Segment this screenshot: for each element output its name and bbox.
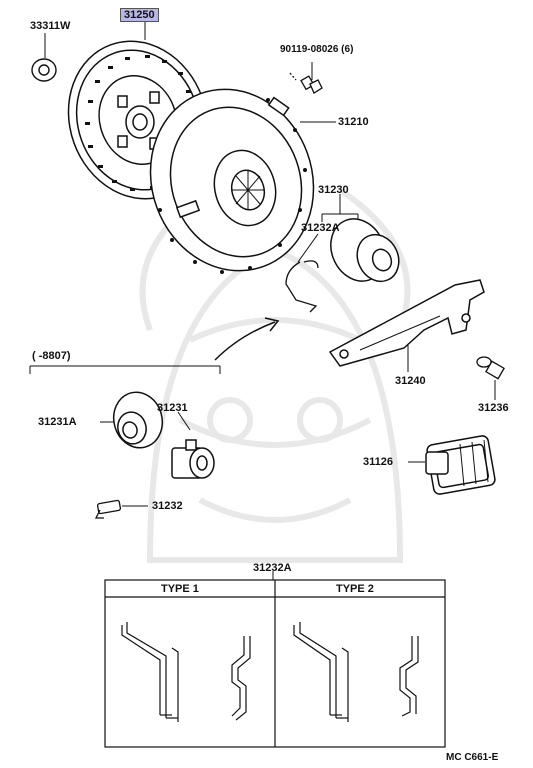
part-label-33311w[interactable]: 33311W [30,20,71,32]
release-fork [328,279,485,367]
diagram-code: MC C661-E [446,752,499,763]
bolt [289,72,323,94]
type2-label: TYPE 2 [336,583,374,595]
part-label-31230[interactable]: 31230 [318,184,349,196]
part-label-31232a[interactable]: 31232A [301,222,340,234]
part-label-31232[interactable]: 31232 [152,500,183,512]
part-label-31231a[interactable]: 31231A [38,416,77,428]
date-bracket [29,365,221,374]
release-bearing-alt [112,391,164,449]
type2-clip-drawing [293,622,419,722]
part-label-31236[interactable]: 31236 [478,402,509,414]
leader-lines [44,22,496,580]
pressure-plate [149,88,315,274]
curved-arrow-icon [214,317,280,361]
part-label-31250[interactable]: 31250 [120,8,159,22]
release-hub [171,439,215,479]
part-label-31240[interactable]: 31240 [395,375,426,387]
date-range-label: ( -8807) [32,350,71,362]
fork-boot [425,435,496,495]
type-table [104,579,446,748]
part-label-31231[interactable]: 31231 [157,402,188,414]
release-bearing [330,218,400,283]
small-clip [94,499,122,519]
part-label-31210[interactable]: 31210 [338,116,369,128]
part-label-31232a-box[interactable]: 31232A [253,562,292,574]
retaining-clip [285,260,319,313]
part-label-90119[interactable]: 90119-08026 (6) [280,44,354,55]
fork-pivot [476,356,505,380]
type1-clip-drawing [121,622,251,722]
type1-label: TYPE 1 [161,583,199,595]
part-label-31126[interactable]: 31126 [363,456,393,468]
pilot-bearing [31,58,57,82]
